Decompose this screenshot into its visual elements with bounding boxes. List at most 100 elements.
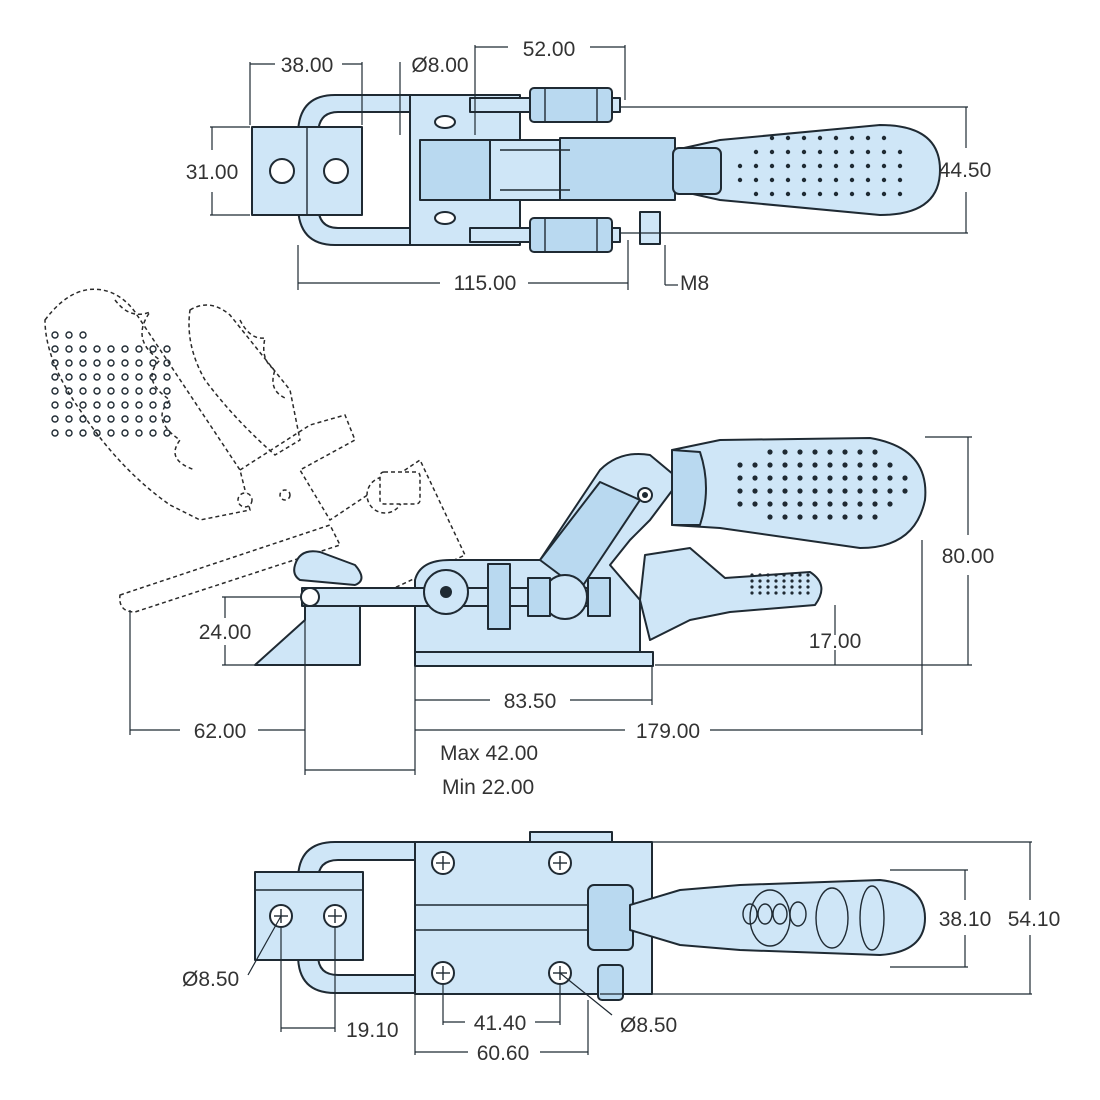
grip-dot [51, 429, 59, 437]
grip-dot [79, 387, 87, 395]
dim-31: 31.00 [186, 161, 239, 184]
grip-dot [767, 514, 773, 520]
dim-diameter-8: Ø8.00 [411, 54, 468, 77]
grip-dot [842, 501, 848, 507]
grip-dot [737, 163, 743, 169]
grip-dot [857, 488, 863, 494]
grip-dot [767, 475, 773, 481]
grip-dot [797, 462, 803, 468]
grip-dot [51, 359, 59, 367]
grip-dot [797, 514, 803, 520]
grip-dot [769, 163, 775, 169]
grip-dot [750, 585, 754, 589]
grip-dot [897, 149, 903, 155]
grip-dot [774, 585, 778, 589]
dim-60-6: 60.60 [477, 1042, 530, 1065]
grip-dot [774, 591, 778, 595]
grip-dot [79, 359, 87, 367]
grip-dot [737, 501, 743, 507]
side-dimension-lines [129, 436, 972, 775]
grip-dot [737, 475, 743, 481]
grip-dot [752, 475, 758, 481]
grip-dot [93, 359, 101, 367]
grip-dot [750, 579, 754, 583]
grip-dot [902, 488, 908, 494]
grip-dot [790, 579, 794, 583]
side-handle-dots [737, 449, 908, 520]
grip-dot [806, 573, 810, 577]
grip-dot [817, 135, 823, 141]
grip-dot [782, 585, 786, 589]
grip-dot [849, 135, 855, 141]
grip-dot [865, 149, 871, 155]
grip-dot [163, 345, 171, 353]
grip-dot [149, 415, 157, 423]
grip-dot [107, 429, 115, 437]
side-open-handle-dots [51, 331, 171, 437]
grip-dot [107, 387, 115, 395]
grip-dot [121, 345, 129, 353]
grip-dot [163, 401, 171, 409]
grip-dot [872, 449, 878, 455]
grip-dot [135, 429, 143, 437]
grip-dot [782, 449, 788, 455]
grip-dot [872, 462, 878, 468]
grip-dot [121, 401, 129, 409]
grip-dot [65, 331, 73, 339]
dim-diameter-8-5-left: Ø8.50 [182, 968, 239, 991]
grip-dot [752, 488, 758, 494]
dim-54-1: 54.10 [1008, 908, 1061, 931]
dim-24: 24.00 [199, 621, 252, 644]
grip-dot [902, 475, 908, 481]
grip-dot [79, 331, 87, 339]
dim-41-4: 41.40 [474, 1012, 527, 1035]
grip-dot [93, 429, 101, 437]
grip-dot [801, 149, 807, 155]
grip-dot [849, 191, 855, 197]
grip-dot [801, 163, 807, 169]
grip-dot [887, 488, 893, 494]
grip-dot [51, 387, 59, 395]
grip-dot [149, 359, 157, 367]
dim-62: 62.00 [194, 720, 247, 743]
dim-17: 17.00 [809, 630, 862, 653]
grip-dot [801, 177, 807, 183]
grip-dot [817, 177, 823, 183]
grip-dot [121, 387, 129, 395]
grip-dot [806, 585, 810, 589]
bottom-view [254, 831, 926, 1001]
grip-dot [782, 488, 788, 494]
grip-dot [857, 501, 863, 507]
grip-dot [135, 387, 143, 395]
side-view [254, 437, 927, 667]
grip-dot [881, 177, 887, 183]
dim-19-1: 19.10 [346, 1019, 399, 1042]
grip-dot [774, 579, 778, 583]
top-hook-hole-left [269, 158, 295, 184]
grip-dot [827, 475, 833, 481]
grip-dot [782, 514, 788, 520]
grip-dot [769, 149, 775, 155]
grip-dot [798, 585, 802, 589]
grip-dot [806, 591, 810, 595]
grip-dot [107, 345, 115, 353]
grip-dot [817, 149, 823, 155]
grip-dot [51, 415, 59, 423]
grip-dot [817, 191, 823, 197]
grip-dot [79, 415, 87, 423]
grip-dot [785, 163, 791, 169]
grip-dot [766, 585, 770, 589]
grip-dot [782, 462, 788, 468]
grip-dot [135, 345, 143, 353]
grip-dot [842, 488, 848, 494]
grip-dot [93, 415, 101, 423]
grip-dot [833, 177, 839, 183]
grip-dot [766, 579, 770, 583]
grip-dot [737, 462, 743, 468]
grip-dot [65, 359, 73, 367]
grip-dot [769, 177, 775, 183]
dim-max-42: Max 42.00 [440, 742, 538, 765]
grip-dot [752, 501, 758, 507]
grip-dot [872, 488, 878, 494]
grip-dot [737, 488, 743, 494]
